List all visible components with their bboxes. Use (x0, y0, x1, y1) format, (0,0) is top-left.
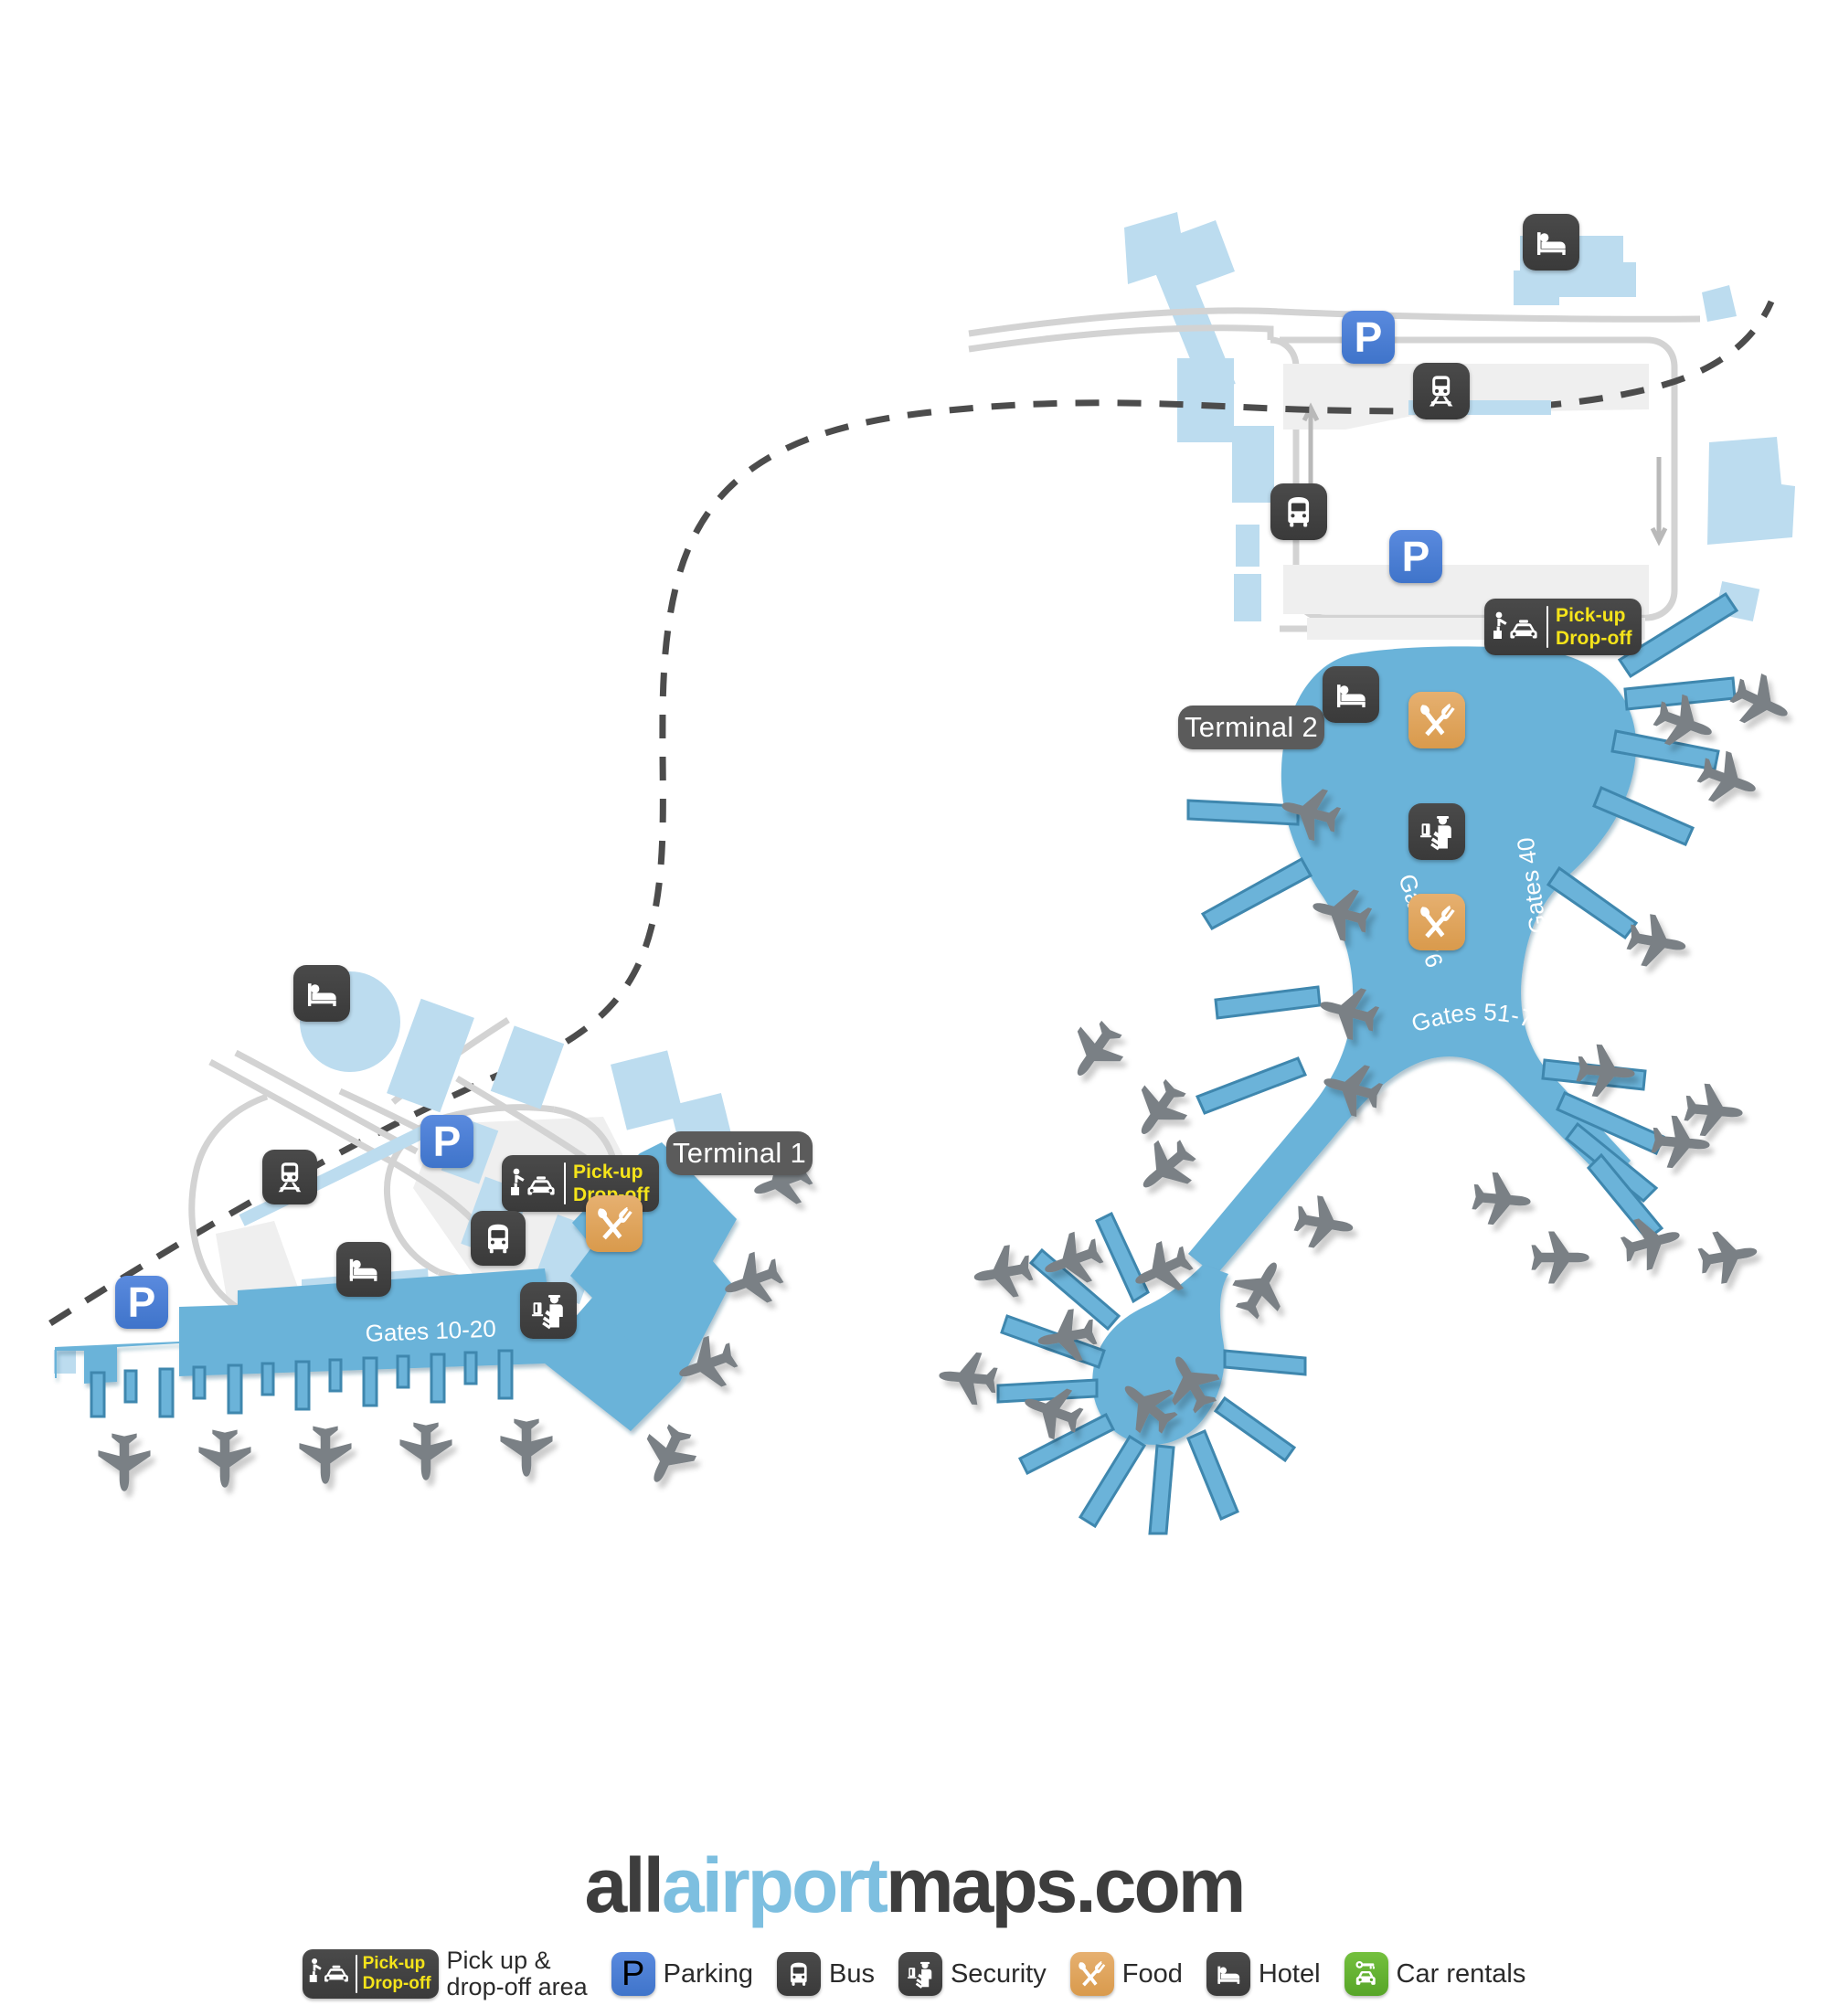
pickup-label: Pick-up (573, 1162, 643, 1183)
legend-item-carrental: Car rentals (1344, 1952, 1526, 1996)
map-marker-hotel[interactable] (1323, 666, 1379, 723)
bus-icon (783, 1958, 814, 1989)
brand-part-3: maps.com (885, 1841, 1246, 1928)
map-marker-bus[interactable] (471, 1211, 526, 1266)
bus-icon (1279, 492, 1318, 531)
legend-badge-line2: Drop-off (362, 1974, 431, 1993)
bus-icon (479, 1219, 517, 1257)
terminal-1-label-text: Terminal 1 (673, 1137, 806, 1169)
parking-icon: P (621, 1954, 645, 1993)
map-marker-hotel[interactable] (293, 965, 350, 1022)
train-icon (1421, 371, 1461, 410)
legend-chip-security (898, 1952, 942, 1996)
map-marker-food[interactable] (1408, 894, 1465, 950)
legend-item-food: Food (1069, 1952, 1183, 1996)
terminal-2-piers-west (1186, 799, 1322, 1115)
dropoff-label: Drop-off (1556, 628, 1632, 650)
gate-label-t1: Gates 10-20 (365, 1315, 496, 1347)
terminal-1-jetbridges (90, 1349, 514, 1418)
terminal-2-label-text: Terminal 2 (1185, 711, 1318, 743)
legend-label-line2: drop-off area (446, 1973, 588, 2000)
legend-badge-line1: Pick-up (362, 1953, 426, 1973)
map-marker-parking[interactable]: P (1342, 311, 1395, 364)
taxi-pickup-icon (308, 1958, 350, 1990)
parking-icon: P (432, 1118, 462, 1165)
map-marker-bus[interactable] (1270, 483, 1327, 540)
legend-item-bus: Bus (776, 1952, 875, 1996)
cutlery-icon (594, 1204, 635, 1245)
pickup-label: Pick-up (1556, 605, 1626, 626)
security-icon (905, 1958, 937, 1990)
parking-icon: P (127, 1279, 156, 1326)
map-marker-food[interactable] (586, 1195, 643, 1252)
legend-chip-hotel (1206, 1952, 1250, 1996)
train-icon (271, 1158, 309, 1196)
bed-icon (1331, 674, 1372, 716)
taxi-pickup-icon (509, 1168, 557, 1199)
direction-arrows (1302, 402, 1668, 546)
badge-divider (1546, 606, 1548, 649)
map-marker-security[interactable] (1408, 803, 1465, 860)
legend-item-parking: P Parking (611, 1952, 753, 1996)
legend-chip-parking: P (611, 1952, 655, 1996)
legend-chip-food (1069, 1952, 1114, 1996)
bed-icon (344, 1249, 383, 1289)
map-marker-parking[interactable]: P (1389, 530, 1442, 583)
map-marker-security[interactable] (520, 1282, 577, 1339)
gate-label-t2-west: Gates 76-87 (0, 0, 1449, 971)
legend-chip-bus (776, 1952, 821, 1996)
legend-label-hotel: Hotel (1258, 1958, 1321, 1989)
terminal-2-satellite (1092, 1265, 1228, 1445)
map-marker-train[interactable] (1413, 363, 1470, 419)
map-marker-hotel[interactable] (1523, 214, 1579, 271)
legend-label-line1: Pick up & (446, 1947, 551, 1975)
legend-label-bus: Bus (828, 1958, 875, 1989)
cutlery-icon (1417, 700, 1458, 741)
legend-label-carrental: Car rentals (1396, 1958, 1526, 1989)
legend-label-pickup: Pick up &drop-off area (447, 1947, 588, 2000)
legend-item-security: Security (898, 1952, 1047, 1996)
legend-chip-carrental (1344, 1952, 1388, 1996)
pickup-dropoff-badge-terminal-2[interactable]: Pick-up Drop-off (1484, 599, 1642, 656)
parking-icon: P (1354, 313, 1383, 361)
cutlery-icon (1076, 1958, 1108, 1990)
map-marker-parking[interactable]: P (115, 1276, 168, 1329)
terminal-2-building (1188, 646, 1637, 1276)
cutlery-icon (1417, 902, 1458, 943)
taxi-pickup-icon (1492, 611, 1539, 642)
map-marker-parking[interactable]: P (420, 1115, 473, 1168)
legend-item-hotel: Hotel (1206, 1952, 1321, 1996)
badge-divider (564, 1162, 566, 1205)
brand-part-2: airport (661, 1841, 888, 1928)
legend-label-security: Security (950, 1958, 1047, 1989)
parking-icon: P (1401, 533, 1430, 580)
map-marker-hotel[interactable] (336, 1242, 391, 1297)
brand-part-1: all (584, 1841, 664, 1928)
security-icon (1417, 812, 1458, 853)
map-marker-food[interactable] (1408, 692, 1465, 748)
bed-icon (302, 973, 343, 1014)
map-marker-train[interactable] (262, 1150, 317, 1204)
terminal-2-piers-east (1541, 591, 1739, 1242)
security-icon (528, 1290, 569, 1332)
legend-label-food: Food (1121, 1958, 1183, 1989)
terminal-label-terminal-1[interactable]: Terminal 1 (666, 1131, 813, 1175)
legend-badge-divider (355, 1954, 357, 1994)
bed-icon (1531, 222, 1572, 263)
bed-icon (1213, 1958, 1245, 1990)
terminal-label-terminal-2[interactable]: Terminal 2 (1178, 706, 1324, 749)
legend-label-parking: Parking (663, 1958, 753, 1989)
car-key-icon (1350, 1958, 1382, 1990)
